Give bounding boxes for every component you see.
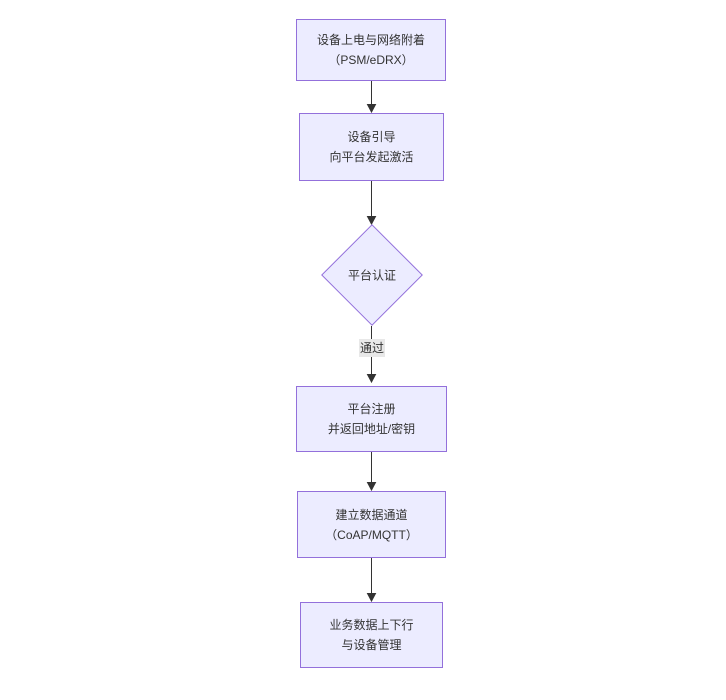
node-bootstrap-line2: 向平台发起激活 <box>329 150 414 164</box>
node-power-attach-line2: （PSM/eDRX） <box>328 53 414 67</box>
node-platform-auth-label: 平台认证 <box>347 268 397 283</box>
node-bootstrap: 设备引导 向平台发起激活 <box>299 113 444 181</box>
node-data-channel-line2: （CoAP/MQTT） <box>325 527 418 542</box>
arrowhead-power-to-boot <box>366 104 377 114</box>
node-platform-register: 平台注册 并返回地址/密钥 <box>296 386 447 452</box>
node-power-attach-line1: 设备上电与网络附着 <box>316 33 425 47</box>
node-bootstrap-line1: 设备引导 <box>347 130 396 144</box>
node-business-data-line2: 与设备管理 <box>341 638 402 652</box>
arrowhead-boot-to-auth <box>366 216 377 226</box>
arrowhead-register-to-channel <box>366 482 377 492</box>
node-platform-register-line2: 并返回地址/密钥 <box>327 422 416 436</box>
node-business-data: 业务数据上下行 与设备管理 <box>300 602 443 668</box>
node-power-attach: 设备上电与网络附着 （PSM/eDRX） <box>296 19 446 81</box>
arrowhead-auth-to-register <box>366 374 377 384</box>
node-platform-register-line1: 平台注册 <box>347 402 396 416</box>
node-business-data-line1: 业务数据上下行 <box>329 618 414 632</box>
arrowhead-channel-to-business <box>366 593 377 603</box>
edge-label-pass: 通过 <box>358 339 386 357</box>
node-data-channel-line1: 建立数据通道 <box>335 507 408 522</box>
node-data-channel: 建立数据通道 （CoAP/MQTT） <box>297 491 446 558</box>
